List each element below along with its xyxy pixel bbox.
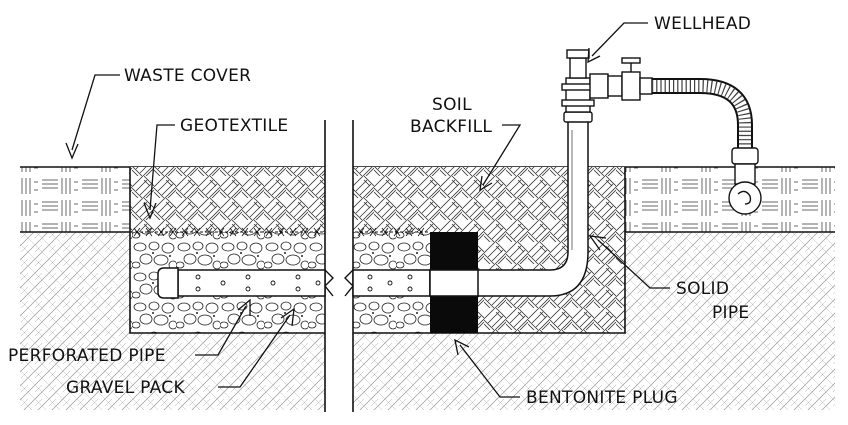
label-pipe: PIPE [712, 303, 749, 323]
perforations-left [195, 274, 321, 292]
label-bentonite-plug: BENTONITE PLUG [526, 388, 678, 408]
label-waste-cover: WASTE COVER [124, 66, 251, 86]
label-geotextile: GEOTEXTILE [180, 116, 288, 136]
pipe-through-plug [429, 269, 479, 297]
trench-outline [129, 167, 626, 334]
soil-backfill [130, 167, 625, 232]
leader-lines [65, 22, 670, 398]
geotextile-marks [133, 227, 425, 237]
native-ground-bottom [130, 333, 625, 410]
flex-hose [652, 78, 753, 150]
pipe-end-cap [157, 267, 179, 299]
label-gravel-pack: GRAVEL PACK [66, 378, 185, 398]
piping [157, 119, 589, 299]
label-solid: SOLID [676, 279, 729, 299]
perforated-pipe-right [352, 269, 431, 297]
quick-connect-icon [728, 181, 762, 215]
label-backfill: BACKFILL [410, 117, 492, 137]
perforations-right [367, 274, 413, 292]
trench [129, 167, 626, 334]
label-wellhead: WELLHEAD [654, 14, 751, 34]
wellhead [561, 49, 653, 123]
label-soil: SOIL [432, 95, 472, 115]
hose-fitting [728, 147, 762, 215]
native-ground-left [20, 232, 130, 410]
callout-labels: WASTE COVER GEOTEXTILE SOIL BACKFILL WEL… [8, 14, 751, 408]
section-break [324, 120, 354, 412]
waste-cover-left [20, 167, 130, 232]
label-perforated-pipe: PERFORATED PIPE [8, 346, 166, 366]
pipe-break-zigzag [324, 269, 354, 297]
native-ground-right [625, 232, 835, 410]
perforated-pipe-left [177, 269, 326, 297]
